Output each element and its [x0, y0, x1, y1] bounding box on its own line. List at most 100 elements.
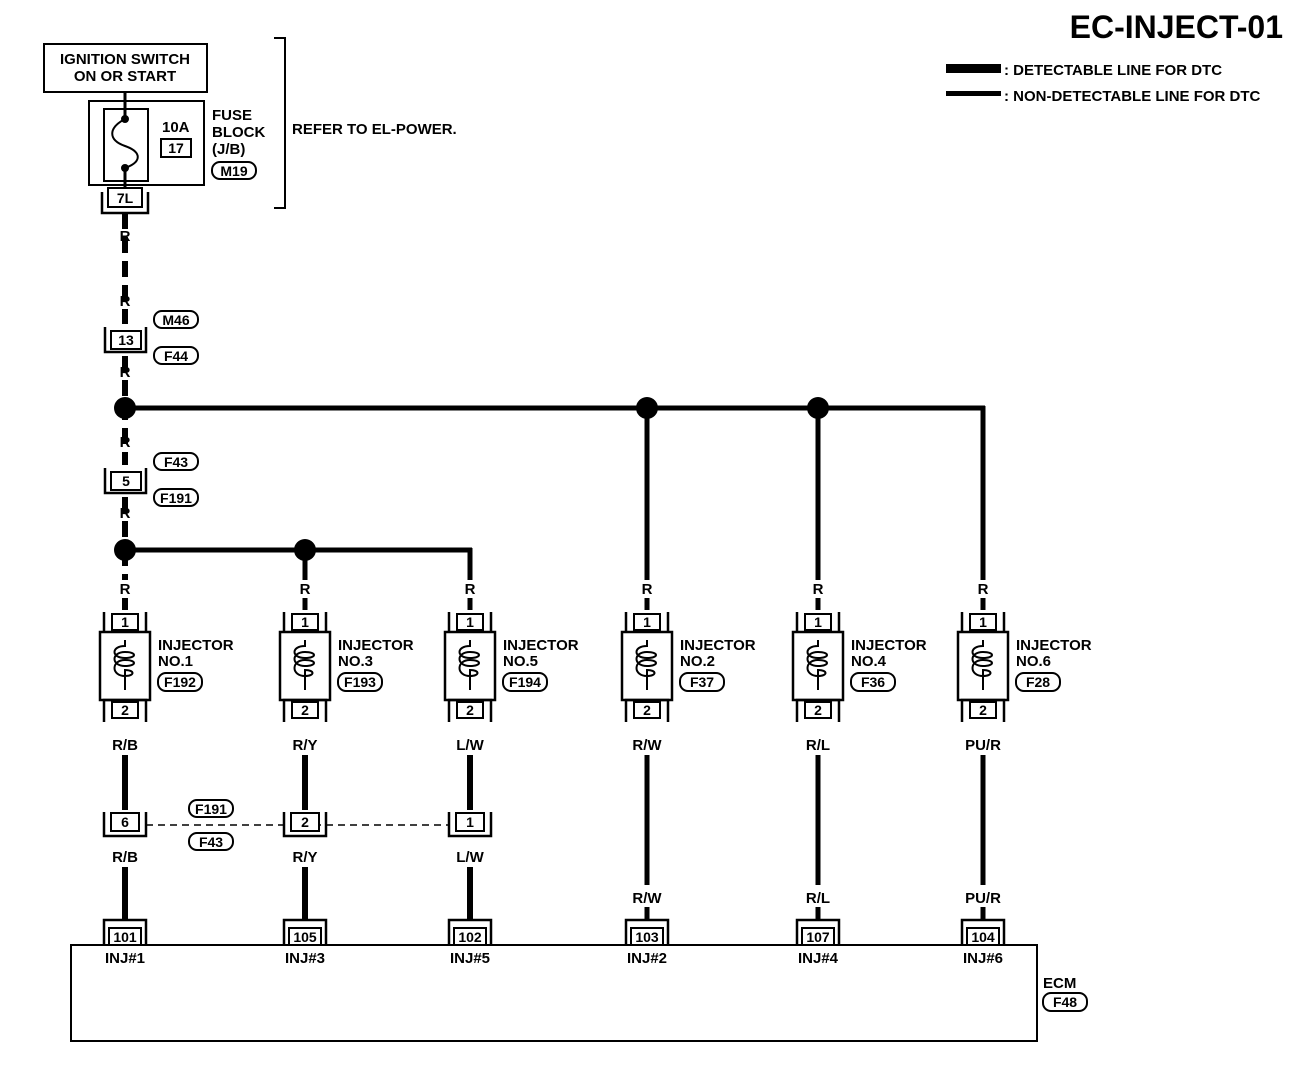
fuse-block-connector-badge	[211, 161, 257, 180]
injector-4-label-1: INJECTOR	[680, 637, 756, 654]
legend-non-detectable-swatch	[946, 91, 1001, 96]
ecm-connector-badge	[1042, 992, 1088, 1012]
ignition-switch-box	[43, 43, 208, 93]
injector-3-connector-badge	[502, 672, 548, 692]
injector-1-wire-low-color: R/B	[112, 849, 138, 866]
injector-2-ecm-label: INJ#3	[285, 950, 325, 967]
injector-6-top-pin: 1	[979, 614, 987, 630]
injector-1-bottom-pin-bracket	[102, 698, 148, 722]
fuse-terminal-box	[107, 187, 143, 208]
wire-color-r-1: R	[120, 228, 131, 245]
connector-f43-badge	[153, 452, 199, 471]
fuse-block-label-2: BLOCK	[212, 124, 265, 141]
injector-6-ecm-pin-box	[966, 927, 1000, 946]
injector-5-bottom-pin-box	[804, 701, 832, 719]
injector-2-joint-bracket	[282, 812, 328, 838]
injector-5-connector: F36	[861, 674, 885, 690]
fuse-number-box	[160, 138, 192, 158]
injector-3-bottom-pin: 2	[466, 702, 474, 718]
injector-5-bottom-pin-bracket	[795, 698, 841, 722]
splice-lower-2	[294, 539, 316, 561]
injector-4-label-2: NO.2	[680, 653, 715, 670]
injector-5-ecm-label: INJ#4	[798, 950, 839, 967]
injector-6-label-1: INJECTOR	[1016, 637, 1092, 654]
injector-3-top-pin: 1	[466, 614, 474, 630]
ecm-connector-label: F48	[1053, 994, 1077, 1010]
joint-connector-f43-badge	[188, 832, 234, 851]
injector-6-ecm-pin: 104	[971, 929, 995, 945]
injector-3-label-2: NO.5	[503, 653, 538, 670]
wire-color-r-2: R	[120, 293, 131, 310]
injector-4-top-pin: 1	[643, 614, 651, 630]
injector-3-joint-box	[455, 812, 485, 832]
injector-5-wire-low-color: R/L	[806, 890, 830, 907]
injector-2-ecm-pin: 105	[293, 929, 317, 945]
injector-3-coil-icon	[458, 640, 480, 690]
joint-connector-f191-label: F191	[195, 801, 227, 817]
injector-6-connector-badge	[1015, 672, 1061, 692]
injector-4-ecm-label: INJ#2	[627, 950, 667, 967]
connector-5-bracket	[103, 468, 148, 495]
injector-1-joint-box	[110, 812, 140, 832]
injector-1-bottom-pin-box	[111, 701, 139, 719]
injector-6-coil-icon	[971, 640, 993, 690]
injector-2-coil-icon	[293, 640, 315, 690]
fuse-terminal-pin: 7L	[117, 190, 134, 206]
injector-5-connector-badge	[850, 672, 896, 692]
injector-1-ecm-pin-box	[108, 927, 142, 946]
injector-1-ecm-pin-bracket	[102, 918, 148, 945]
injector-2-bottom-pin: 2	[301, 702, 309, 718]
injector-6-bottom-pin-box	[969, 701, 997, 719]
injector-3-wire-top-color: R	[465, 581, 476, 598]
diagram-title: EC-INJECT-01	[1070, 9, 1283, 45]
injector-3-wire-mid-color: L/W	[456, 737, 484, 754]
connector-f191-badge	[153, 488, 199, 507]
injector-2-wire-mid-color: R/Y	[292, 737, 317, 754]
injector-5-top-pin: 1	[814, 614, 822, 630]
splice-upper-3	[807, 397, 829, 419]
ecm-label: ECM	[1043, 975, 1076, 992]
injector-4-bottom-pin-box	[633, 701, 661, 719]
wire-color-r-3: R	[120, 364, 131, 381]
injector-5-ecm-pin-bracket	[795, 918, 841, 945]
ignition-switch-label-2: ON OR START	[74, 68, 176, 85]
injector-2-wire-low-color: R/Y	[292, 849, 317, 866]
injector-1-joint-pin: 6	[121, 814, 129, 830]
injector-3-ecm-pin: 102	[458, 929, 482, 945]
fuse-number: 17	[168, 140, 184, 156]
legend-detectable-label: : DETECTABLE LINE FOR DTC	[1004, 62, 1222, 79]
connector-5-pin: 5	[122, 473, 130, 489]
injector-layer: R12INJECTORNO.1F192R/B6R/B101INJ#1R12INJ…	[98, 581, 1092, 967]
splice-lower-1	[114, 539, 136, 561]
injector-6-bottom-pin-bracket	[960, 698, 1006, 722]
injector-4-connector-badge	[679, 672, 725, 692]
injector-6-bottom-pin: 2	[979, 702, 987, 718]
legend-non-detectable-label: : NON-DETECTABLE LINE FOR DTC	[1004, 88, 1261, 105]
injector-4-coil-icon	[635, 640, 657, 690]
injector-3-label-1: INJECTOR	[503, 637, 579, 654]
splice-upper-1	[114, 397, 136, 419]
injector-5-bottom-pin: 2	[814, 702, 822, 718]
injector-4-top-pin-box	[633, 613, 661, 631]
ignition-switch-label-1: IGNITION SWITCH	[60, 51, 190, 68]
injector-2-label-1: INJECTOR	[338, 637, 414, 654]
injector-2-wire-top-color: R	[300, 581, 311, 598]
refer-bracket	[274, 37, 286, 209]
injector-3-ecm-pin-bracket	[447, 918, 493, 945]
injector-1-bottom-pin: 2	[121, 702, 129, 718]
wire-color-r-4: R	[120, 434, 131, 451]
connector-f43-label: F43	[164, 454, 188, 470]
injector-2-connector: F193	[344, 674, 376, 690]
injector-3-ecm-label: INJ#5	[450, 950, 490, 967]
injector-5-ecm-pin: 107	[806, 929, 830, 945]
injector-2-ecm-pin-bracket	[282, 918, 328, 945]
injector-4-connector: F37	[690, 674, 714, 690]
injector-4-ecm-pin-bracket	[624, 918, 670, 945]
injector-2-top-pin: 1	[301, 614, 309, 630]
injector-2-connector-badge	[337, 672, 383, 692]
injector-6-ecm-label: INJ#6	[963, 950, 1003, 967]
injector-3-connector: F194	[509, 674, 541, 690]
injector-5-ecm-pin-box	[801, 927, 835, 946]
injector-5-label-2: NO.4	[851, 653, 887, 670]
